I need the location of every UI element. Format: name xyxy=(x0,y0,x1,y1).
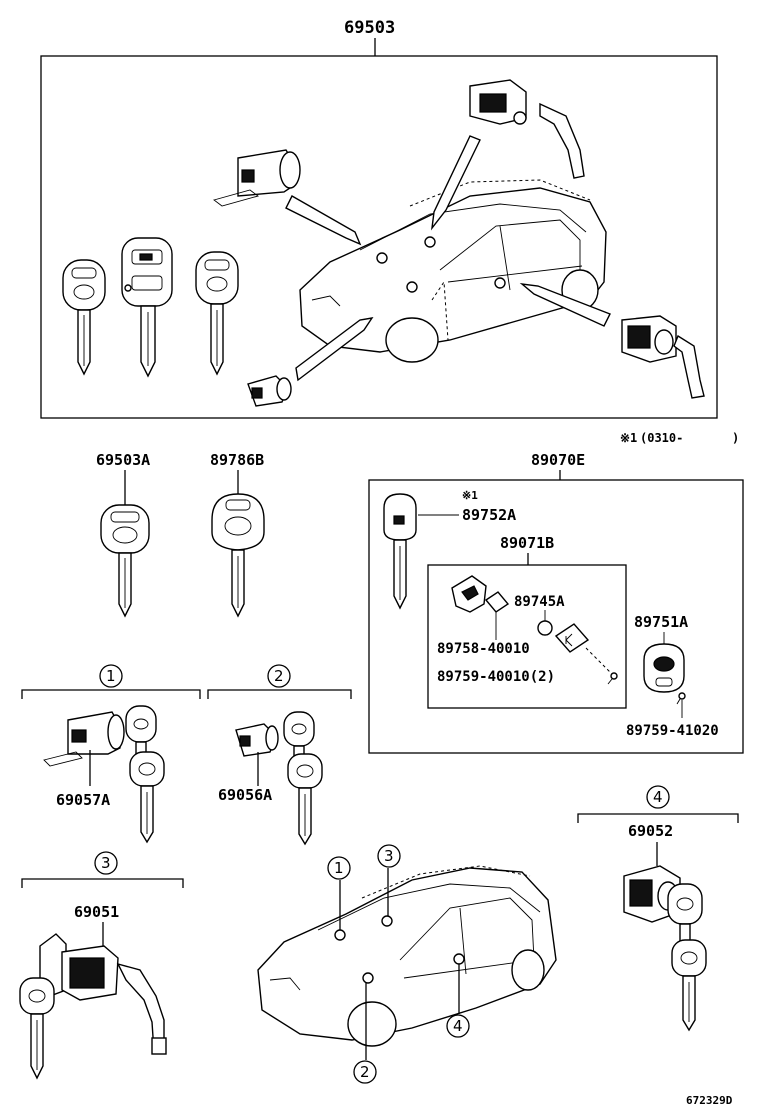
main-assembly-part-number: 69503 xyxy=(344,18,395,38)
key-69503a-part-number: 69503A xyxy=(96,451,150,469)
door-cylinder-icon-group-2 xyxy=(235,723,279,757)
door-cylinder-icon-main xyxy=(247,375,292,407)
key-icon-main-right xyxy=(195,251,239,376)
group-3-part-number: 69051 xyxy=(74,903,119,921)
group-marker-3-number: 3 xyxy=(101,854,111,872)
part-89745a-label: 89745A xyxy=(514,594,565,610)
vehicle-marker-3-number: 3 xyxy=(384,847,394,865)
ignition-cylinder-icon-main xyxy=(212,149,301,207)
transmitter-icon xyxy=(643,643,685,693)
group-1-part-number: 69057A xyxy=(56,791,110,809)
lock-assembly-icon-group-3 xyxy=(39,933,167,1055)
key-blank-icon xyxy=(383,493,417,610)
screw-part-number: 89759-41020 xyxy=(626,723,719,739)
transmitter-kit-part-number: 89070E xyxy=(531,451,585,469)
key-icon-group-2-bottom xyxy=(287,753,323,846)
vehicle-marker-1-number: 1 xyxy=(334,859,344,877)
subassembly-frame xyxy=(427,564,627,709)
lock-assembly-icon-main-right xyxy=(621,315,705,399)
group-2-bracket xyxy=(207,689,352,699)
group-4-part-number: 69052 xyxy=(628,822,673,840)
battery-cell-icon xyxy=(537,620,553,636)
group-4-bracket xyxy=(577,813,739,823)
transmitter-part-number: 89751A xyxy=(634,613,688,631)
lock-assembly-icon-main-top xyxy=(469,79,585,179)
group-marker-1 xyxy=(99,664,123,688)
ignition-cylinder-icon-group-1 xyxy=(43,711,125,767)
screw-icon-transmitter xyxy=(676,692,686,705)
figure-id: 672329D xyxy=(686,1094,733,1107)
part-89759-40010-label: 89759-40010(2) xyxy=(437,669,555,685)
vehicle-illustration-lower xyxy=(257,865,557,1047)
remote-key-icon-main xyxy=(121,237,173,378)
key-icon-group-4-top xyxy=(667,883,703,947)
screw-dash-line xyxy=(585,647,613,675)
group-marker-1-number: 1 xyxy=(106,667,116,685)
vehicle-marker-4-number: 4 xyxy=(453,1017,463,1035)
key-icon-group-4-bottom xyxy=(671,939,707,1032)
main-assembly-frame xyxy=(40,55,718,419)
vehicle-marker-2-number: 2 xyxy=(360,1063,370,1081)
key-icon-group-3 xyxy=(19,977,55,1080)
screw-icon-small xyxy=(607,672,618,685)
group-3-bracket xyxy=(21,878,184,888)
vehicle-marker-1 xyxy=(327,856,351,880)
subassembly-part-number: 89071B xyxy=(500,534,554,552)
group-1-bracket xyxy=(21,689,201,699)
note-text: (0310- xyxy=(640,431,683,445)
vehicle-marker-2 xyxy=(353,1060,377,1084)
cover-plate-icon xyxy=(554,623,590,653)
transmitter-case-icon xyxy=(451,575,487,613)
group-2-part-number: 69056A xyxy=(218,786,272,804)
group-marker-4-number: 4 xyxy=(653,788,663,806)
battery-icon xyxy=(484,591,510,613)
group-marker-2 xyxy=(267,664,291,688)
key-icon-69503a xyxy=(100,504,150,618)
arrow-pointers-main xyxy=(285,135,611,382)
transmitter-kit-frame xyxy=(368,479,744,754)
vehicle-marker-3 xyxy=(377,844,401,868)
key-89786b-part-number: 89786B xyxy=(210,451,264,469)
key-icon-group-1-bottom xyxy=(129,751,165,844)
note-mark: ※1 xyxy=(620,431,637,445)
key-blank-footnote-mark: ※1 xyxy=(462,489,478,502)
key-icon-89786b xyxy=(211,493,265,618)
note-close: ) xyxy=(732,431,739,445)
key-blank-part-number: 89752A xyxy=(462,506,516,524)
part-89758-40010-label: 89758-40010 xyxy=(437,641,530,657)
key-icon-main-left xyxy=(62,259,106,376)
vehicle-illustration-main xyxy=(299,179,607,363)
group-marker-4 xyxy=(646,785,670,809)
vehicle-marker-4 xyxy=(446,1014,470,1038)
group-marker-3 xyxy=(94,851,118,875)
group-marker-2-number: 2 xyxy=(274,667,284,685)
